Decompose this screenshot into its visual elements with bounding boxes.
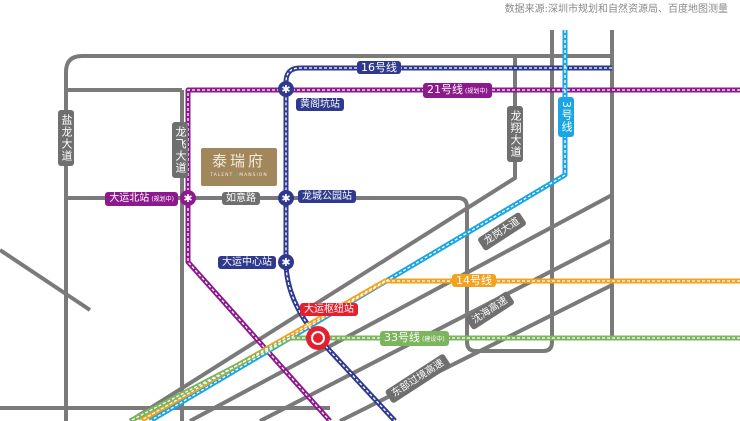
- line-3-label[interactable]: 3号线: [558, 97, 574, 137]
- station-dayun-center[interactable]: 大运中心站: [218, 256, 276, 269]
- road-ruyi: [66, 30, 554, 353]
- road-yanlong-label: 盐龙大道: [58, 110, 74, 166]
- data-source-note: 数据来源:深圳市规划和自然资源局、百度地图测量: [504, 4, 728, 15]
- project-name-en: TALENT: [210, 173, 234, 178]
- road-diag-left: [0, 248, 92, 312]
- road-longxiang-label: 龙翔大道: [507, 106, 523, 162]
- line-14-label[interactable]: 14号线: [452, 274, 496, 287]
- project-name: 泰瑞府: [211, 152, 266, 170]
- project-logo[interactable]: 泰瑞府 TALENT MANSION: [201, 148, 277, 186]
- station-dayun-north[interactable]: 大运北站(规划中): [105, 192, 178, 206]
- road-outer: [64, 54, 612, 421]
- station-huangge[interactable]: 黄阁坑站: [296, 98, 344, 111]
- station-longcheng[interactable]: 龙城公园站: [298, 190, 356, 203]
- station-dayun-hub[interactable]: 大运枢纽站: [300, 303, 358, 316]
- line-16-label[interactable]: 16号线: [357, 61, 401, 74]
- line-33-label[interactable]: 33号线(建设中): [380, 331, 449, 346]
- road-dongbu: [339, 283, 613, 421]
- road-ruyi-label: 如意路: [222, 192, 260, 205]
- line-21-label[interactable]: 21号线(规划中): [423, 83, 492, 98]
- project-name-en: MANSION: [239, 173, 268, 178]
- road-longfei-label: 龙飞大道: [172, 122, 188, 178]
- road-longgang: [189, 193, 613, 421]
- road-shenhai: [259, 238, 613, 421]
